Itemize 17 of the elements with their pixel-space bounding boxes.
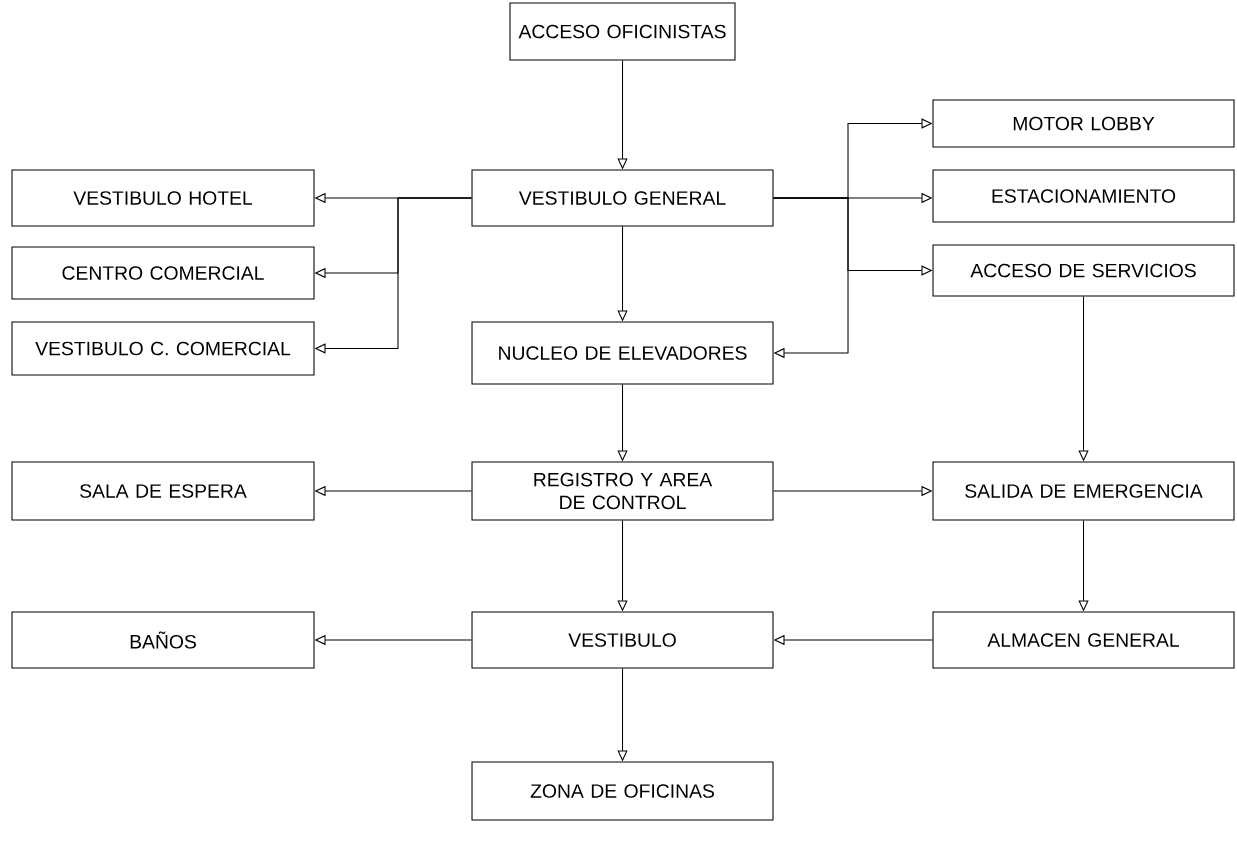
room-box: MOTOR LOBBY [932, 99, 1235, 148]
room-box: VESTIBULO HOTEL [11, 169, 315, 227]
room-box: ALMACEN GENERAL [932, 611, 1235, 669]
room-box: VESTIBULO [471, 611, 774, 669]
room-box: ACCESO DE SERVICIOS [932, 244, 1235, 297]
arrow [773, 197, 849, 359]
room-box: ACCESO OFICINISTAS [509, 2, 736, 61]
room-box: SALA DE ESPERA [11, 461, 315, 521]
room-box: VESTIBULO GENERAL [471, 169, 774, 227]
room-box: ZONA DE OFICINAS [471, 761, 774, 821]
room-box: REGISTRO Y AREA DE CONTROL [471, 461, 774, 521]
room-box: CENTRO COMERCIAL [11, 246, 315, 300]
room-box: BAÑOS [11, 611, 315, 669]
room-box: NUCLEO DE ELEVADORES [471, 321, 774, 385]
room-box: VESTIBULO C. COMERCIAL [11, 321, 315, 376]
room-box: SALIDA DE EMERGENCIA [932, 461, 1235, 521]
room-box: ESTACIONAMIENTO [932, 169, 1235, 223]
